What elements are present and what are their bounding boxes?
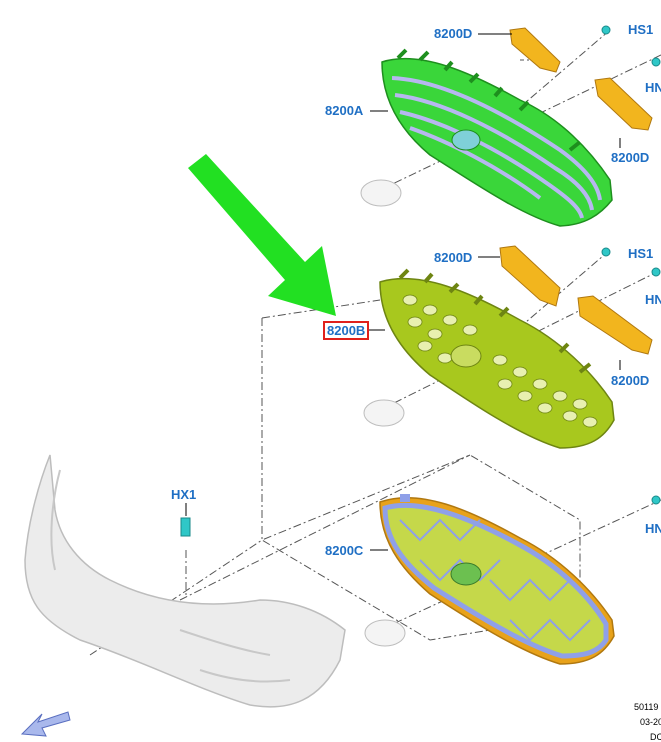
highlight-arrow [188,154,336,316]
callout-deflector-top-right: 8200D [611,150,650,165]
lens-covers [360,179,406,647]
leader-lines [185,33,621,551]
front-bumper [24,454,346,708]
callout-clip-top-right: HN [645,80,661,95]
view-direction-arrow [20,711,71,737]
callout-clip-bottom-right: HN [645,521,661,536]
grille-c [379,494,615,665]
callout-clip-mid: HS1 [628,246,654,261]
callout-deflector-mid-left: 8200D [434,250,473,265]
callout-clip-top: HS1 [628,22,654,37]
guide-lines [89,29,661,656]
deflectors [499,27,653,355]
callout-deflector-top-left: 8200D [434,26,473,41]
callout-deflector-mid-right: 8200D [611,373,650,388]
grille-a [381,48,613,227]
grille-b [379,268,615,449]
drawing-code: DC [650,732,661,742]
callout-grille-b-highlighted: 8200B [323,321,370,340]
clips [180,25,661,537]
callout-grille-a: 8200A [325,103,364,118]
callout-clip-mid-right: HN [645,292,661,307]
callout-bumper-clip: HX1 [171,487,197,502]
drawing-date: 03-20 [640,717,661,727]
drawing-number: 50119 [634,702,659,712]
callout-grille-c: 8200C [325,543,364,558]
